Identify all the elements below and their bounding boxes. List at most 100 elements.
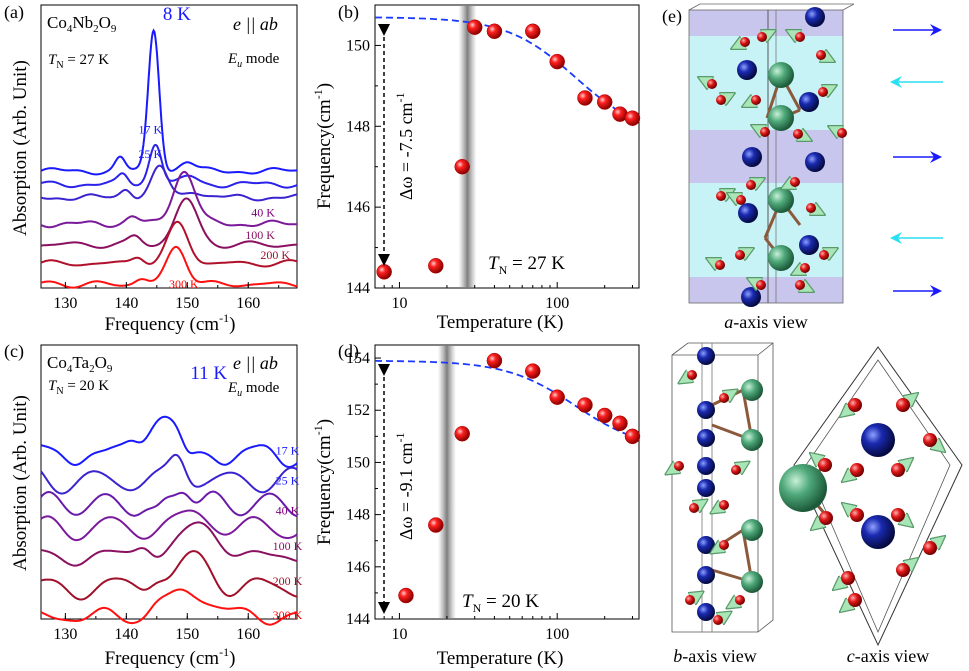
panel-c-xlabel: Frequency (cm-1) bbox=[105, 645, 236, 669]
oxygen-atom bbox=[719, 540, 729, 550]
y-tick-label: 146 bbox=[346, 199, 370, 216]
metal-atom bbox=[741, 571, 763, 593]
oxygen-atom bbox=[841, 571, 855, 585]
panel-d-xlabel: Temperature (K) bbox=[437, 648, 564, 669]
data-point bbox=[428, 258, 444, 274]
cobalt-atom bbox=[741, 287, 761, 307]
cobalt-atom bbox=[805, 152, 825, 172]
spectrum-line bbox=[40, 220, 298, 268]
oxygen-atom bbox=[751, 95, 761, 105]
oxygen-atom bbox=[818, 87, 828, 97]
x-tick-label: 10 bbox=[391, 295, 407, 312]
oxygen-atom bbox=[757, 32, 767, 42]
c-axis-atoms bbox=[779, 397, 940, 608]
a-axis-atoms bbox=[704, 7, 847, 307]
spectrum-line bbox=[40, 415, 298, 468]
panel-a-tn: TN = 27 K bbox=[48, 52, 109, 71]
panel-d-tn: TN = 20 K bbox=[462, 591, 539, 615]
moment-arrow-left bbox=[890, 232, 943, 244]
data-point bbox=[428, 517, 444, 533]
oxygen-atom bbox=[735, 595, 745, 605]
oxygen-atom bbox=[891, 508, 905, 522]
oxygen-atom bbox=[793, 129, 803, 139]
y-tick-label: 148 bbox=[346, 507, 370, 524]
spectrum-line bbox=[40, 245, 298, 289]
c-axis-structure bbox=[779, 346, 963, 647]
temperature-label: 300 K bbox=[169, 277, 199, 291]
panel-a-mode: Eu mode bbox=[227, 51, 280, 70]
panel-c-letter: (c) bbox=[4, 341, 24, 362]
panel-d-ylabel: Frequency(cm-1) bbox=[311, 419, 335, 545]
cobalt-atom bbox=[697, 566, 715, 584]
temperature-label: 200 K bbox=[260, 248, 290, 262]
x-tick-label: 130 bbox=[53, 626, 77, 643]
oxygen-atom bbox=[689, 503, 699, 513]
a-axis-view-label: a-axis view bbox=[724, 312, 807, 332]
y-tick-label: 150 bbox=[346, 454, 370, 471]
temperature-label: 25 K bbox=[139, 147, 163, 161]
cobalt-atom bbox=[697, 429, 715, 447]
panel-d-tn-band bbox=[437, 345, 456, 619]
panel-c-polarization: e || ab bbox=[233, 353, 278, 373]
panel-b-letter: (b) bbox=[338, 2, 359, 23]
c-axis-cell-frame bbox=[793, 346, 963, 647]
oxygen-atom bbox=[716, 95, 726, 105]
oxygen-atom bbox=[896, 398, 910, 412]
metal-atom bbox=[768, 105, 794, 131]
panel-d-letter: (d) bbox=[338, 341, 359, 362]
oxygen-atom bbox=[736, 195, 746, 205]
x-tick-label: 100 bbox=[545, 626, 569, 643]
panel-c-spectra bbox=[40, 415, 298, 626]
cobalt-atom bbox=[742, 147, 762, 167]
oxygen-atom bbox=[819, 250, 829, 260]
panel-c-tn: TN = 20 K bbox=[48, 378, 109, 397]
data-point bbox=[454, 425, 470, 442]
x-tick-label: 160 bbox=[236, 626, 260, 643]
data-point bbox=[612, 415, 628, 432]
x-tick-label: 140 bbox=[114, 295, 138, 312]
cobalt-atom bbox=[799, 235, 819, 255]
fit-curve bbox=[375, 16, 640, 122]
c-axis-view-label: c-axis view bbox=[847, 646, 929, 666]
cobalt-atom bbox=[738, 203, 758, 223]
data-point bbox=[577, 90, 593, 106]
oxygen-atom bbox=[800, 263, 810, 273]
data-point bbox=[466, 19, 483, 35]
temperature-label: 100 K bbox=[245, 228, 275, 242]
metal-atom bbox=[768, 187, 794, 213]
y-tick-label: 148 bbox=[346, 118, 370, 135]
stripe bbox=[689, 277, 843, 303]
temperature-label: 40 K bbox=[251, 205, 275, 219]
metal-atom bbox=[741, 429, 763, 451]
moment-arrows bbox=[890, 24, 943, 297]
data-point bbox=[596, 407, 613, 424]
temperature-label: 17 K bbox=[276, 444, 300, 458]
moment-arrow-left bbox=[890, 76, 943, 88]
oxygen-atom bbox=[896, 563, 910, 577]
oxygen-atom bbox=[674, 461, 684, 471]
data-point bbox=[398, 587, 414, 604]
oxygen-atom bbox=[850, 463, 864, 477]
panel-e: (e) a-axis view bbox=[662, 3, 963, 666]
oxygen-atom bbox=[756, 280, 766, 290]
data-point bbox=[454, 158, 470, 175]
cobalt-atom bbox=[697, 347, 715, 365]
panel-c-compound: Co4Ta2O9 bbox=[47, 353, 113, 375]
cobalt-atom bbox=[697, 479, 715, 497]
tn-band bbox=[437, 345, 456, 619]
oxygen-atom bbox=[816, 50, 826, 60]
panel-b-delta-label: Δω = -7.5 cm-1 bbox=[393, 92, 416, 200]
oxygen-atom bbox=[716, 191, 726, 201]
oxygen-atom bbox=[735, 250, 745, 260]
cobalt-atom bbox=[861, 515, 895, 549]
oxygen-atom bbox=[715, 260, 725, 270]
data-point bbox=[549, 389, 565, 405]
cobalt-atom bbox=[697, 457, 715, 475]
temperature-label: 40 K bbox=[276, 504, 300, 518]
temperature-label: 11 K bbox=[190, 363, 227, 384]
